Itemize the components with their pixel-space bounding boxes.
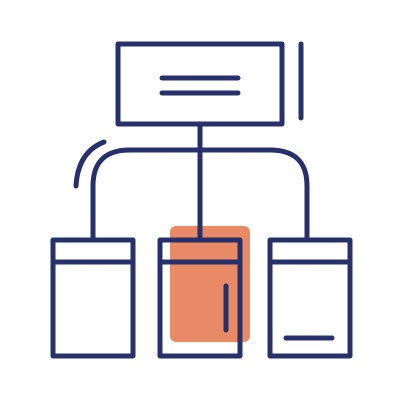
highlight-block: [170, 226, 250, 342]
top-node: [115, 41, 304, 127]
right-child-node: [267, 237, 353, 359]
connector-lines: [73, 121, 310, 241]
left-child-node: [50, 237, 136, 359]
accent-arc: [73, 139, 107, 189]
middle-child-node: [157, 237, 243, 359]
